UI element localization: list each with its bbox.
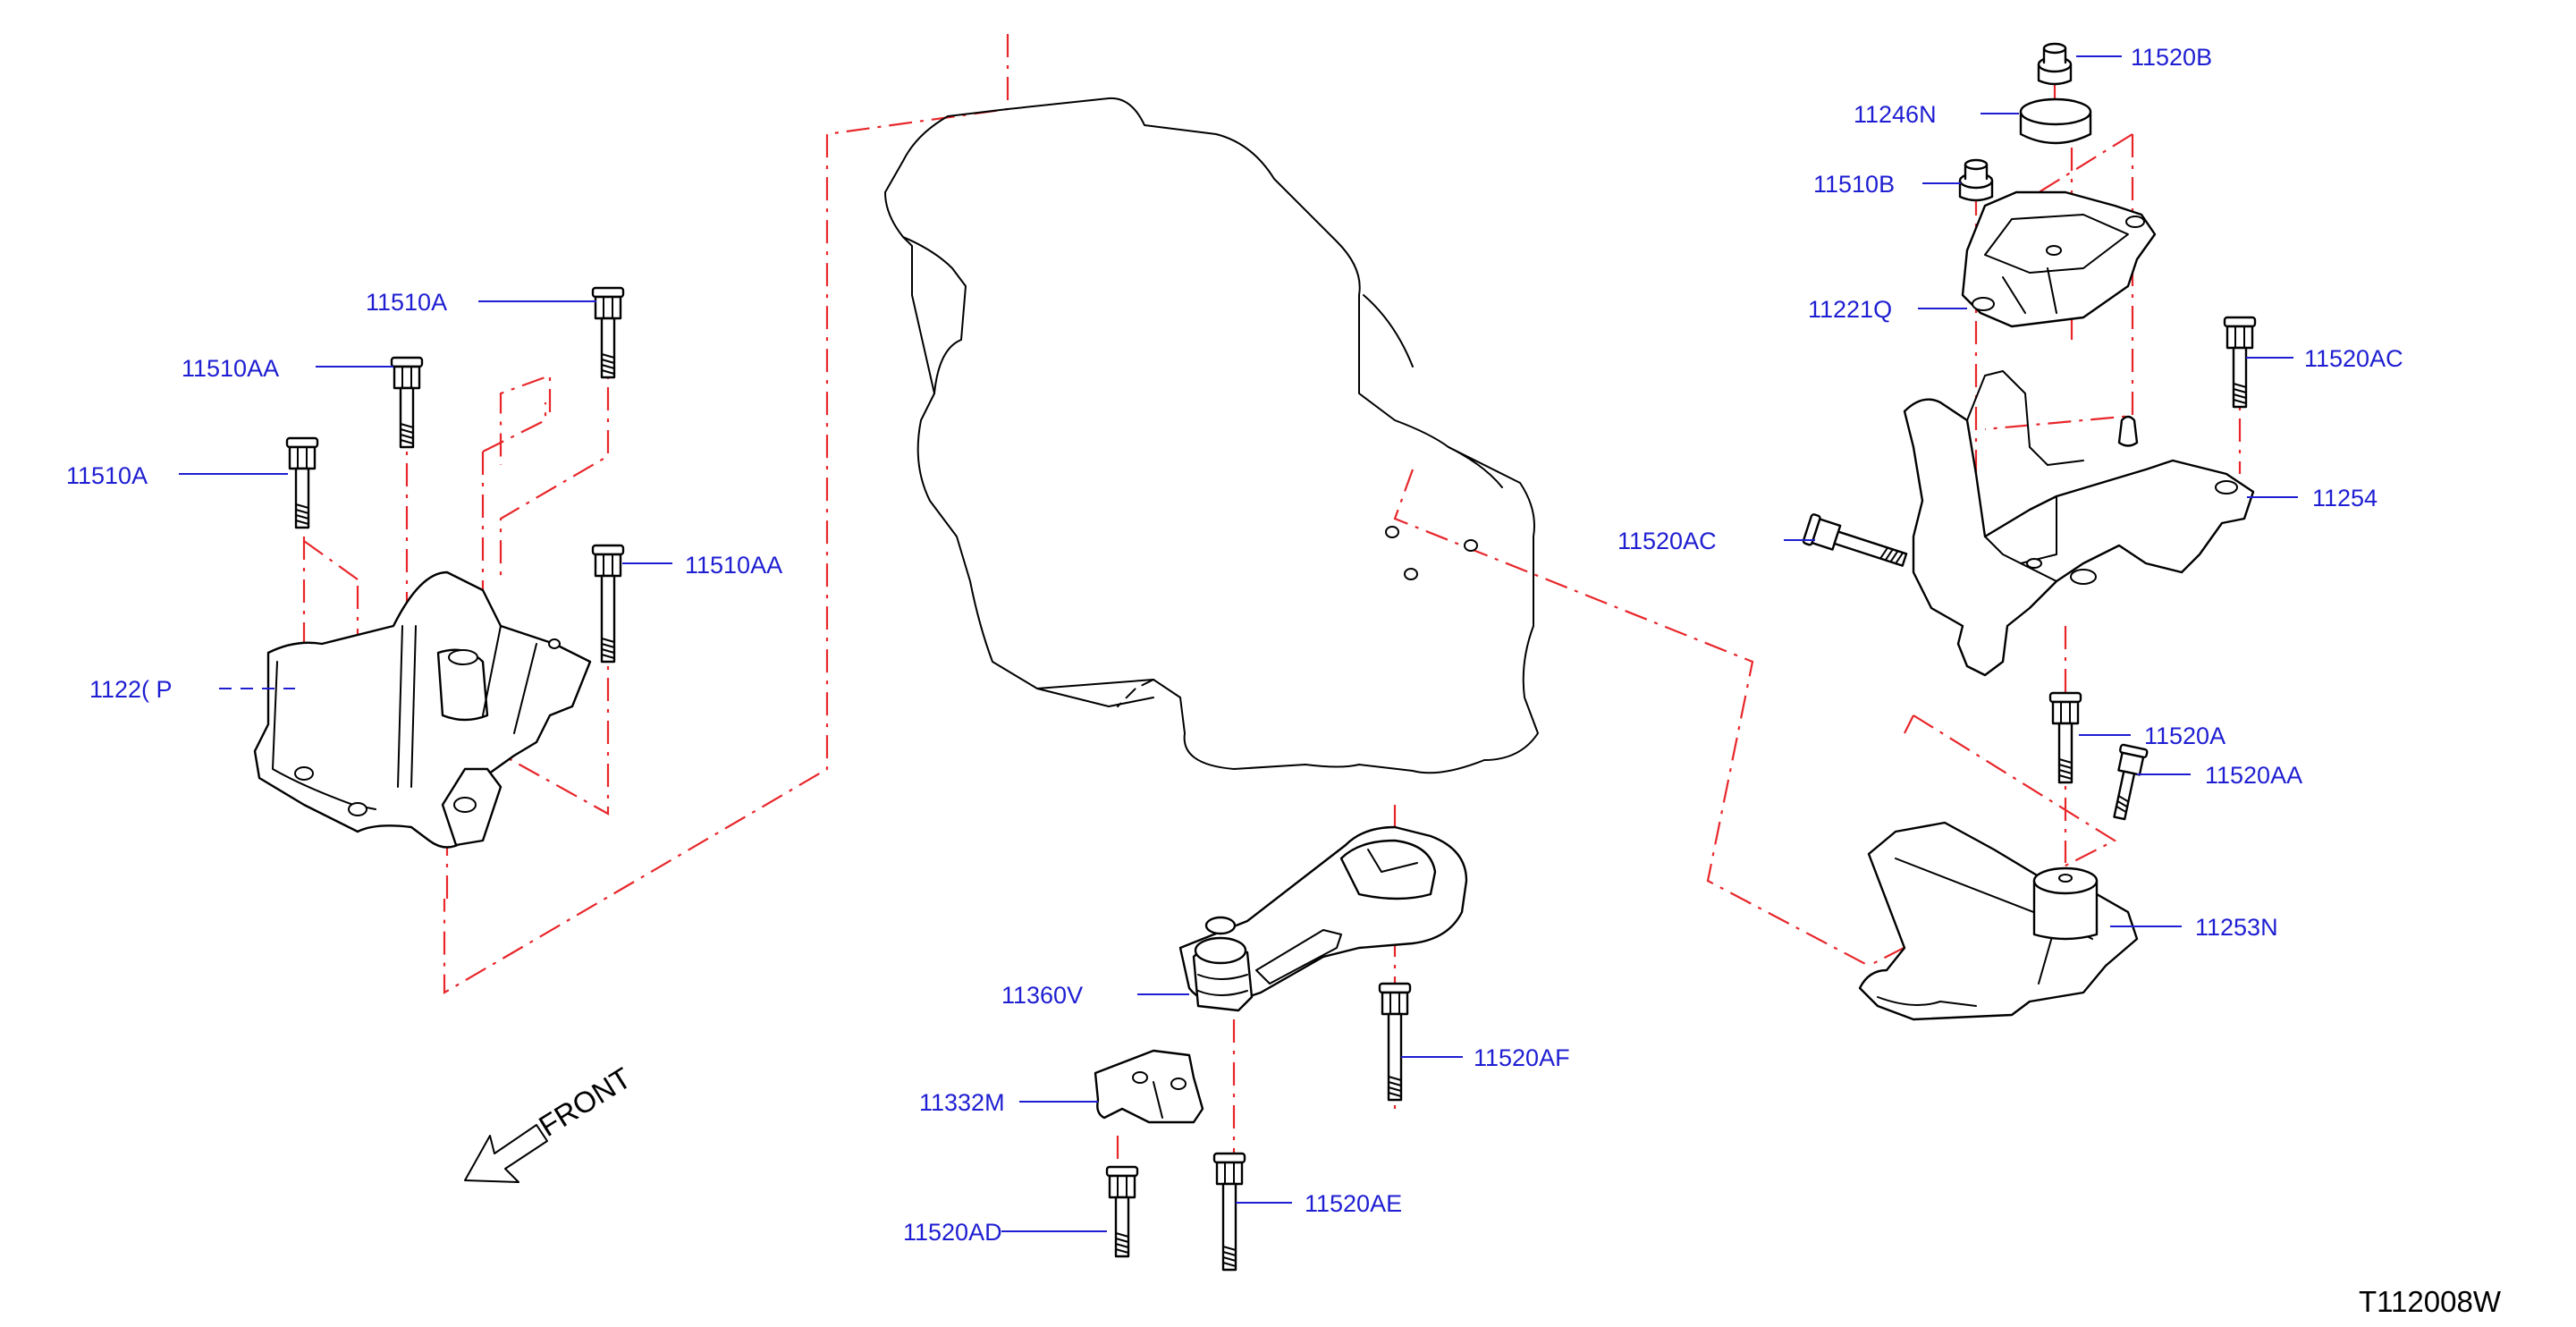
bolt-11520ac-left xyxy=(1802,513,1908,567)
callout-11510a-top: 11510A xyxy=(366,289,447,316)
bolt-11510a-top xyxy=(591,286,625,379)
front-label: FRONT xyxy=(533,1061,637,1143)
callout-11510aa-right: 11510AA xyxy=(685,552,782,579)
bolt-11520ac-top xyxy=(2223,316,2257,409)
callout-11221q: 11221Q xyxy=(1808,296,1892,323)
engine-block-outline xyxy=(884,97,1539,774)
bracket-11254 xyxy=(1903,370,2255,677)
bolt-11520aa xyxy=(2113,743,2149,821)
front-direction-indicator: FRONT xyxy=(464,1061,637,1183)
callout-11520ae: 11520AE xyxy=(1305,1190,1402,1217)
callout-11520ac-left: 11520AC xyxy=(1617,528,1717,554)
callout-11520af: 11520AF xyxy=(1474,1044,1570,1071)
bracket-11332m xyxy=(1094,1049,1204,1124)
bolt-11520af xyxy=(1378,982,1412,1102)
cap-11246n xyxy=(2019,97,2092,145)
bracket-11253n xyxy=(1858,821,2139,1021)
callout-11520a: 11520A xyxy=(2144,723,2225,749)
callout-11510aa-top: 11510AA xyxy=(182,355,279,382)
callout-11253n: 11253N xyxy=(2195,914,2278,941)
bolt-11510a-left xyxy=(285,436,319,529)
bolt-11520ae xyxy=(1212,1152,1246,1272)
callout-11520b: 11520B xyxy=(2131,44,2212,71)
bolt-11520a xyxy=(2048,691,2082,784)
right-upper-mount-11221q xyxy=(1961,190,2157,328)
bolt-11510aa-right xyxy=(591,544,625,664)
callout-11220p: 1122( P xyxy=(89,676,173,703)
bolt-11520ad xyxy=(1105,1165,1139,1258)
callout-labels: 11510A 11510AA 11510A 11510AA 1122( P 11… xyxy=(66,44,2403,1246)
callout-11510a-left: 11510A xyxy=(66,462,148,489)
bolt-11510aa-top xyxy=(390,356,424,449)
callout-11520aa: 11520AA xyxy=(2205,762,2302,789)
nut-11520b xyxy=(2037,42,2073,86)
callout-11360v: 11360V xyxy=(1001,982,1083,1009)
leader-lines xyxy=(179,55,2298,1232)
callout-11520ac-top: 11520AC xyxy=(2304,345,2403,372)
callout-11254: 11254 xyxy=(2312,485,2378,511)
assembly-centerlines xyxy=(302,34,2242,1225)
callout-11246n: 11246N xyxy=(1854,101,1937,128)
front-arrow-icon xyxy=(464,1124,548,1183)
diagram-code: T112008W xyxy=(2359,1285,2502,1318)
callout-11510b: 11510B xyxy=(1813,171,1895,198)
callout-11520ad: 11520AD xyxy=(903,1219,1002,1246)
nut-11510b xyxy=(1958,158,1994,202)
left-engine-mount-11220p xyxy=(253,571,592,849)
torque-rod-11360v xyxy=(1178,825,1468,1012)
callout-11332m: 11332M xyxy=(919,1089,1005,1116)
